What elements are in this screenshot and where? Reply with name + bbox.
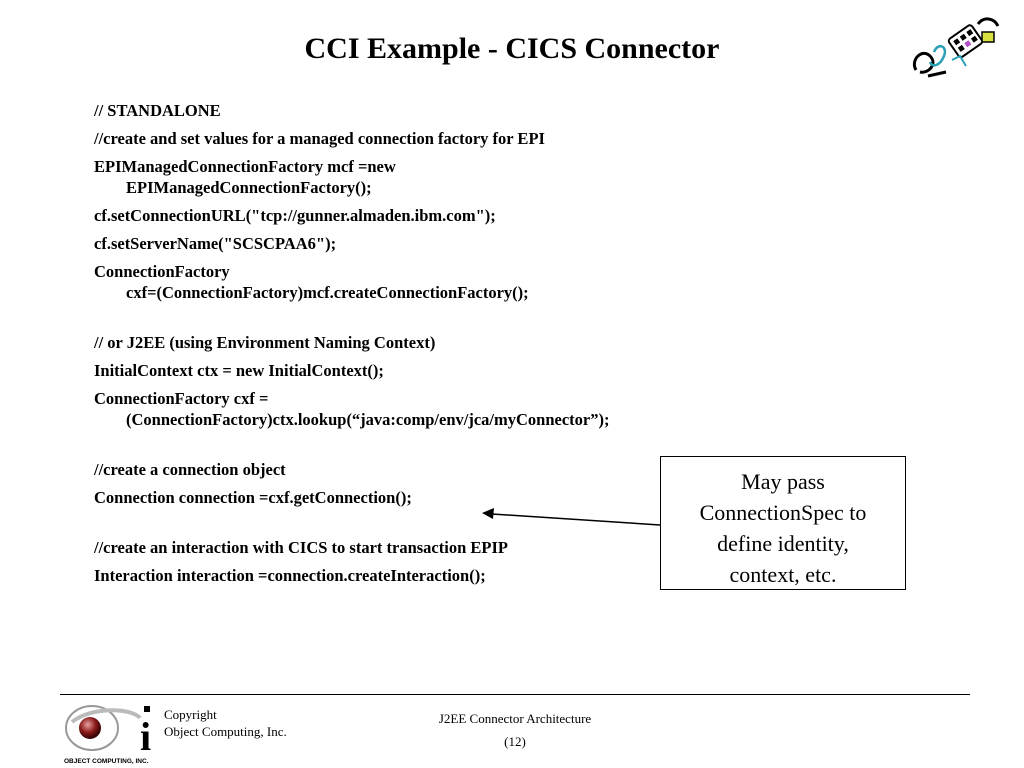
page-number: (12) xyxy=(504,734,526,749)
code-line-create-factory-comment: //create and set values for a managed co… xyxy=(94,129,545,148)
code-line-cxf-lookup-part1: ConnectionFactory cxf = xyxy=(94,389,269,408)
code-line-j2ee-comment: // or J2EE (using Environment Naming Con… xyxy=(94,333,436,352)
code-line-cxf-standalone-part1: ConnectionFactory xyxy=(94,262,230,281)
code-line-cxf-lookup-part2: (ConnectionFactory)ctx.lookup(“java:comp… xyxy=(126,410,610,429)
code-line-cxf-lookup: ConnectionFactory cxf = (ConnectionFacto… xyxy=(94,388,694,430)
code-line-cxf-standalone: ConnectionFactory cxf=(ConnectionFactory… xyxy=(94,261,694,303)
logo-text: OBJECT COMPUTING, INC. xyxy=(64,758,149,765)
plug-connector-icon xyxy=(913,17,1000,78)
code-line-mcf-declaration-part1: EPIManagedConnectionFactory mcf =new xyxy=(94,157,396,176)
callout-line-3: define identity, xyxy=(717,531,849,556)
copyright-notice: Copyright Object Computing, Inc. xyxy=(164,706,287,740)
code-line-create-interaction: Interaction interaction =connection.crea… xyxy=(94,566,486,585)
slide-title: CCI Example - CICS Connector xyxy=(304,32,720,65)
footer-divider xyxy=(60,694,970,695)
callout-box: May pass ConnectionSpec to define identi… xyxy=(660,456,906,590)
copyright-line-1: Copyright xyxy=(164,707,217,722)
code-block: // STANDALONE //create and set values fo… xyxy=(94,100,694,593)
callout-line-1: May pass xyxy=(741,469,825,494)
code-line-initial-context: InitialContext ctx = new InitialContext(… xyxy=(94,361,384,380)
code-line-set-server-name: cf.setServerName("SCSCPAA6"); xyxy=(94,234,337,253)
code-line-create-connection-comment: //create a connection object xyxy=(94,460,286,479)
callout-line-4: context, etc. xyxy=(729,562,837,587)
copyright-line-2: Object Computing, Inc. xyxy=(164,724,287,739)
callout-line-2: ConnectionSpec to xyxy=(699,500,867,525)
logo-letter: i xyxy=(140,714,151,759)
footer-course-info: J2EE Connector Architecture (12) xyxy=(400,710,630,750)
code-line-get-connection: Connection connection =cxf.getConnection… xyxy=(94,488,412,507)
code-line-set-connection-url: cf.setConnectionURL("tcp://gunner.almade… xyxy=(94,206,496,225)
code-line-create-interaction-comment: //create an interaction with CICS to sta… xyxy=(94,538,508,557)
code-line-mcf-declaration-part2: EPIManagedConnectionFactory(); xyxy=(126,178,372,197)
code-line-cxf-standalone-part2: cxf=(ConnectionFactory)mcf.createConnect… xyxy=(126,283,529,302)
code-line-mcf-declaration: EPIManagedConnectionFactory mcf =new EPI… xyxy=(94,156,694,198)
object-computing-logo: i OBJECT COMPUTING, INC. xyxy=(64,705,151,765)
code-line-standalone-comment: // STANDALONE xyxy=(94,101,221,120)
course-title: J2EE Connector Architecture xyxy=(438,711,592,726)
